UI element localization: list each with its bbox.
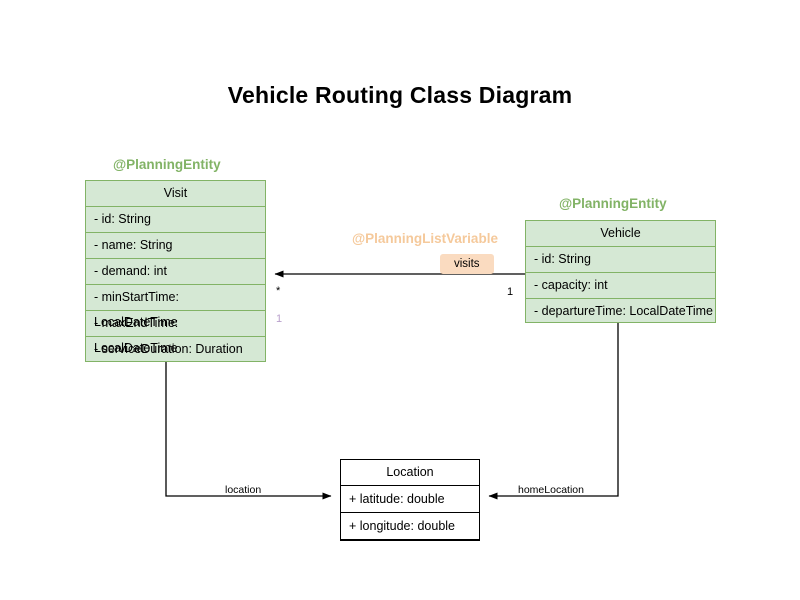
edge-label-location: location — [225, 484, 262, 496]
uml-class-visit-name: Visit — [86, 181, 265, 207]
multiplicity-vehicle-side: 1 — [507, 286, 514, 298]
stereotype-visit: @PlanningEntity — [113, 157, 221, 172]
uml-attribute: - minStartTime: LocalDateTime — [86, 285, 265, 329]
uml-attribute: - id: String — [526, 247, 715, 273]
uml-class-location-name: Location — [341, 460, 479, 486]
stereotype-planning-list-variable: @PlanningListVariable — [352, 231, 498, 246]
uml-class-visit[interactable]: Visit - id: String - name: String - dema… — [85, 180, 266, 362]
multiplicity-visit-location-side: 1 — [276, 313, 283, 325]
connector-visit-location — [165, 362, 332, 500]
uml-attribute: - id: String — [86, 207, 265, 233]
uml-attribute: + longitude: double — [341, 513, 479, 540]
uml-attribute: - demand: int — [86, 259, 265, 285]
uml-attribute: + latitude: double — [341, 486, 479, 513]
multiplicity-visit-side: * — [276, 285, 281, 297]
uml-class-vehicle-name: Vehicle — [526, 221, 715, 247]
uml-attribute: - departureTime: LocalDateTime — [534, 304, 714, 318]
uml-attribute: - serviceDuration: Duration — [94, 342, 243, 356]
edge-label-home-location: homeLocation — [518, 484, 584, 496]
uml-attribute: - name: String — [86, 233, 265, 259]
uml-class-vehicle[interactable]: Vehicle - id: String - capacity: int - d… — [525, 220, 716, 323]
uml-attribute: - maxEndTime: LocalDateTime — [86, 311, 265, 355]
uml-attribute: - capacity: int — [526, 273, 715, 299]
connector-vehicle-home-location — [488, 322, 619, 500]
stereotype-vehicle: @PlanningEntity — [559, 196, 667, 211]
uml-class-location[interactable]: Location + latitude: double + longitude:… — [340, 459, 480, 541]
page-title: Vehicle Routing Class Diagram — [227, 82, 573, 108]
relationship-badge-visits[interactable]: visits — [440, 254, 494, 274]
